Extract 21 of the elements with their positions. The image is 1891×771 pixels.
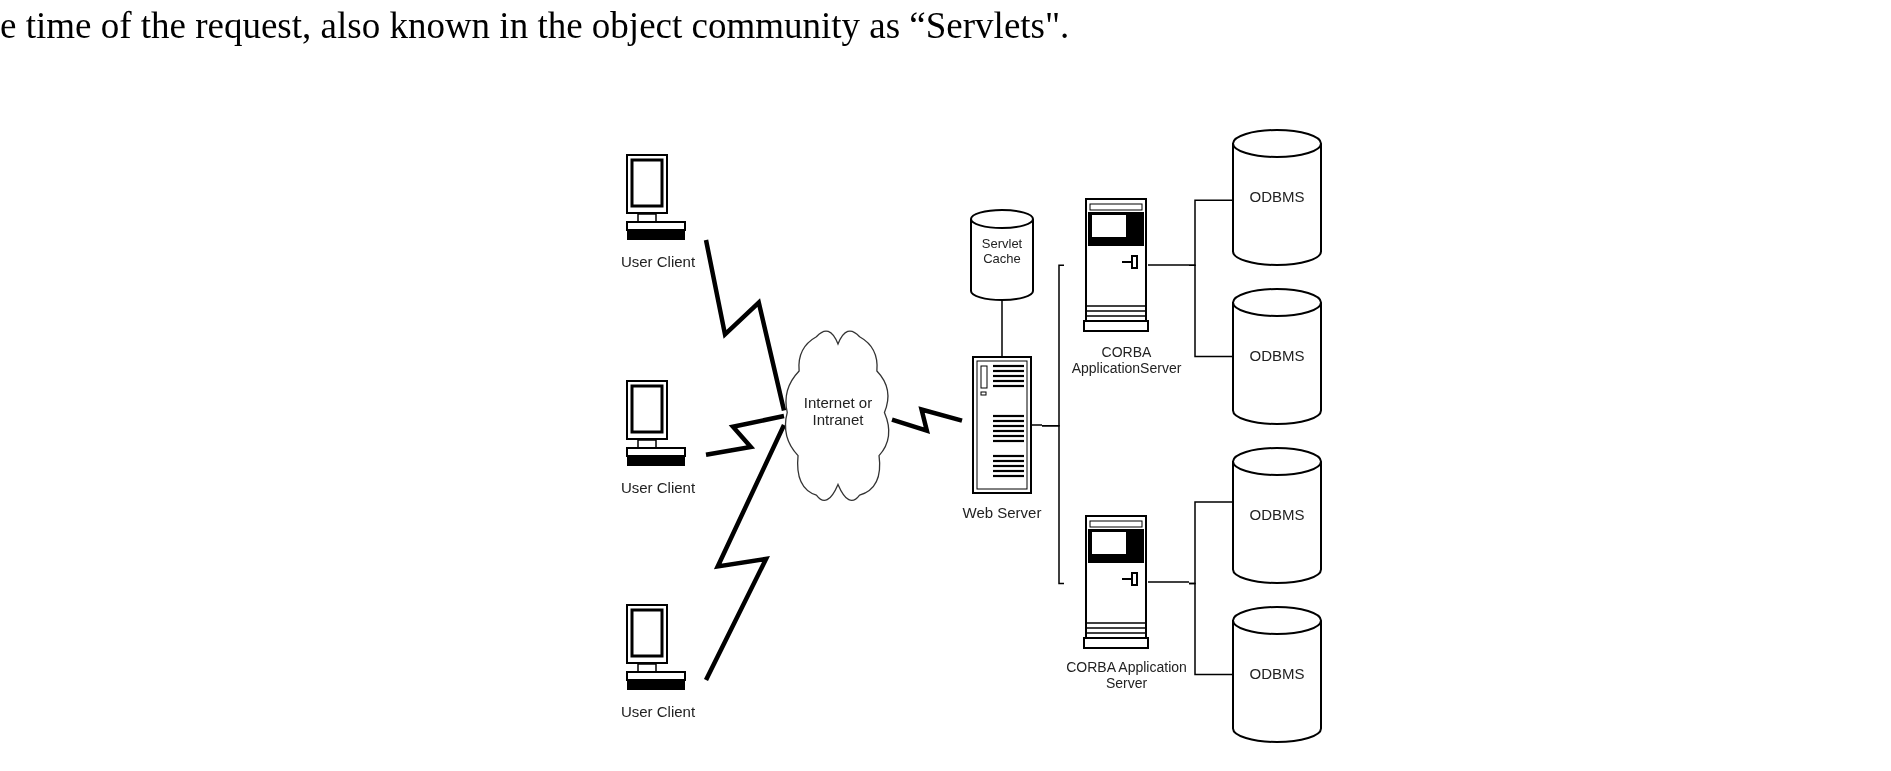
node-label: Internet or Intranet — [802, 394, 874, 429]
node-label: User Client — [619, 479, 697, 497]
lightning-connector — [704, 424, 787, 681]
body-text: e time of the request, also known in the object community as “Servlets". — [0, 4, 1070, 47]
connector-line — [1188, 264, 1233, 358]
lightning-connector — [891, 406, 963, 434]
node-label: User Client — [619, 703, 697, 721]
connector-line — [1041, 424, 1065, 585]
node-label: Web Server — [962, 504, 1042, 522]
lightning-connector — [703, 239, 787, 412]
node-label: User Client — [619, 253, 697, 271]
node-label: CORBA Application Server — [1065, 659, 1188, 692]
node-label: ODBMS — [1248, 346, 1306, 364]
connector-line — [1001, 299, 1003, 357]
node-label: ODBMS — [1248, 664, 1306, 682]
node-label: ODBMS — [1248, 187, 1306, 205]
node-label: ODBMS — [1248, 505, 1306, 523]
node-label: Servlet Cache — [980, 237, 1024, 267]
lightning-connector — [705, 413, 785, 457]
connector-line — [1188, 582, 1233, 676]
node-label: CORBA ApplicationServer — [1070, 344, 1183, 377]
